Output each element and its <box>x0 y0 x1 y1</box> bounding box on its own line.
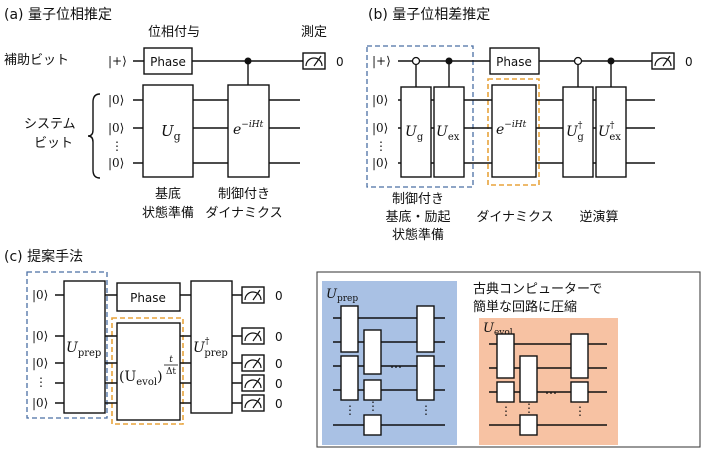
measurement-meter <box>241 286 265 304</box>
uprep-dagger-label: U†prep <box>193 337 228 359</box>
ug-gate <box>142 84 194 178</box>
system-label-1: システム <box>24 117 76 132</box>
evolution-dashed-box <box>111 317 184 425</box>
uex-dagger-gate <box>595 86 627 178</box>
ket-plus: |+⟩ <box>372 54 391 68</box>
measurement-meter <box>651 52 675 70</box>
ug-label: Ug <box>405 124 424 143</box>
phase-gate-label: Phase <box>150 55 186 69</box>
phase-gate <box>116 282 181 312</box>
output-zero: 0 <box>275 357 283 371</box>
caption-basis-excited: 基底・励起 <box>385 209 450 225</box>
ug-dagger-label: U†g <box>566 121 584 143</box>
panel-c: (c) 提案手法 |0⟩ |0⟩ |0⟩ ⋮ |0⟩ Uprep Phase (… <box>4 248 701 448</box>
panel-a: (a) 量子位相推定 位相付与 測定 補助ビット システム ビット |+⟩ |0… <box>4 7 344 221</box>
ug-gate <box>400 86 432 178</box>
ket-zero: |0⟩ <box>372 121 388 135</box>
inset-uevol-label: Uevol <box>483 321 513 338</box>
panel-b-title: (b) 量子位相差推定 <box>368 7 490 23</box>
svg-text:⋮: ⋮ <box>344 403 356 417</box>
vdots: ⋮ <box>35 375 47 389</box>
output-zero: 0 <box>275 289 283 303</box>
inset-evol-circuit: ⋮ ⋮ ⋮ ⋯ <box>489 333 607 436</box>
phase-assign-label: 位相付与 <box>148 25 200 40</box>
panel-b: (b) 量子位相差推定 |+⟩ |0⟩ |0⟩ ⋮ |0⟩ Ug Uex Pha… <box>366 7 693 243</box>
output-zero: 0 <box>685 55 693 69</box>
open-control-dot <box>411 56 421 66</box>
ket-zero: |0⟩ <box>108 156 124 170</box>
evolution-gate <box>227 84 270 178</box>
power-denominator: Δt <box>166 367 176 377</box>
system-label-2: ビット <box>34 136 73 151</box>
dynamics-dashed-box <box>487 78 540 186</box>
output-zero: 0 <box>336 55 344 69</box>
uprep-dagger-gate <box>190 280 233 414</box>
svg-text:⋯: ⋯ <box>545 386 557 400</box>
measurement-meter <box>241 327 265 345</box>
uex-gate <box>433 86 465 178</box>
measurement-meter <box>241 354 265 372</box>
output-zero: 0 <box>275 397 283 411</box>
caption-dynamics: ダイナミクス <box>476 210 553 225</box>
caption-state-prep: 状態準備 <box>392 227 444 243</box>
svg-text:⋮: ⋮ <box>574 404 586 418</box>
power-numerator: t <box>169 355 173 365</box>
panel-a-title: (a) 量子位相推定 <box>4 7 112 23</box>
uex-dagger-label: U†ex <box>598 121 621 143</box>
open-control-dot <box>573 56 583 66</box>
svg-text:⋮: ⋮ <box>523 401 535 415</box>
uevol-label: (Uevol) <box>119 369 163 388</box>
caption-state-prep: 状態準備 <box>142 205 194 221</box>
ug-dagger-gate <box>562 86 594 178</box>
measurement-meter <box>241 374 265 392</box>
caption-dynamics: ダイナミクス <box>205 206 282 221</box>
ket-zero: |0⟩ <box>108 93 124 107</box>
uex-label: Uex <box>436 124 460 143</box>
svg-text:⋮: ⋮ <box>367 399 379 413</box>
ket-zero: |0⟩ <box>372 93 388 107</box>
inset-uprep-label: Uprep <box>326 287 358 304</box>
ket-zero: |0⟩ <box>32 356 48 370</box>
measurement-meter <box>302 52 326 70</box>
vdots: ⋮ <box>375 139 387 153</box>
svg-text:⋮: ⋮ <box>500 404 512 418</box>
panel-c-title: (c) 提案手法 <box>4 248 83 265</box>
uprep-label: Uprep <box>66 340 101 359</box>
inset-prep-circuit: ⋮ ⋮ ⋮ ⋯ <box>333 305 445 436</box>
svg-text:⋮: ⋮ <box>420 403 432 417</box>
inset-title-line2: 簡単な回路に圧縮 <box>473 299 577 315</box>
ket-zero: |0⟩ <box>32 396 48 410</box>
svg-text:⋯: ⋯ <box>390 360 402 374</box>
caption-inverse: 逆演算 <box>579 209 618 225</box>
ket-zero: |0⟩ <box>372 156 388 170</box>
phase-gate-label: Phase <box>130 291 166 305</box>
evolution-label: e−iHt <box>233 120 264 138</box>
prep-dashed-box <box>366 45 474 188</box>
inset-title-line1: 古典コンピューターで <box>473 282 602 297</box>
evolution-gate <box>491 84 537 178</box>
caption-controlled: 制御付き <box>218 187 270 202</box>
phase-gate <box>489 47 540 75</box>
prep-dashed-box <box>26 271 108 419</box>
measurement-meter <box>241 394 265 412</box>
caption-basis: 基底 <box>155 186 181 202</box>
output-zero: 0 <box>275 377 283 391</box>
measure-label: 測定 <box>301 25 327 40</box>
uprep-gate <box>63 280 106 414</box>
vdots: ⋮ <box>111 139 123 153</box>
uevol-power-gate <box>116 322 181 421</box>
ket-zero: |0⟩ <box>32 329 48 343</box>
ancilla-label: 補助ビット <box>4 53 69 68</box>
ket-zero: |0⟩ <box>108 121 124 135</box>
output-zero: 0 <box>275 330 283 344</box>
phase-gate-label: Phase <box>496 55 532 69</box>
ug-label: Ug <box>161 122 181 143</box>
system-brace <box>87 93 101 179</box>
ket-zero: |0⟩ <box>32 288 48 302</box>
caption-controlled: 制御付き <box>392 192 444 207</box>
phase-gate <box>143 47 193 75</box>
ket-plus: |+⟩ <box>108 54 127 68</box>
evolution-label: e−iHt <box>496 120 527 138</box>
